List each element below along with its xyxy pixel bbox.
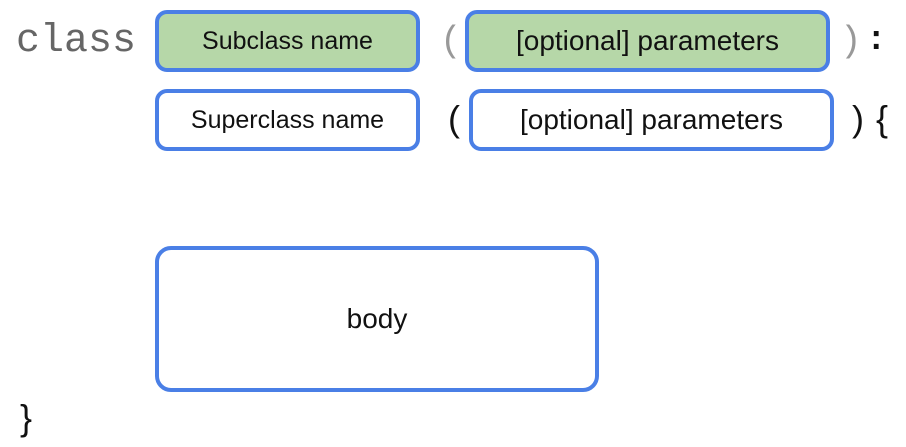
- superclass-name-box: Superclass name: [155, 89, 420, 151]
- open-paren-superclass: (: [448, 98, 460, 139]
- subclass-name-label: Subclass name: [202, 26, 373, 55]
- subclass-parameters-box: [optional] parameters: [465, 10, 830, 72]
- subclass-parameters-label: [optional] parameters: [515, 25, 780, 56]
- subclass-name-box: Subclass name: [155, 10, 420, 72]
- body-box: body: [155, 246, 599, 392]
- close-paren-superclass: ): [852, 98, 864, 139]
- class-keyword: class: [16, 19, 137, 64]
- superclass-name-label: Superclass name: [190, 105, 385, 134]
- body-label: body: [346, 303, 408, 334]
- colon-symbol: :: [866, 22, 887, 60]
- close-brace: }: [20, 397, 33, 438]
- superclass-parameters-label: [optional] parameters: [519, 104, 784, 135]
- open-brace: {: [876, 98, 889, 139]
- superclass-parameters-box: [optional] parameters: [469, 89, 834, 151]
- open-paren-subclass: (: [440, 21, 462, 62]
- close-paren-subclass: ): [840, 21, 862, 62]
